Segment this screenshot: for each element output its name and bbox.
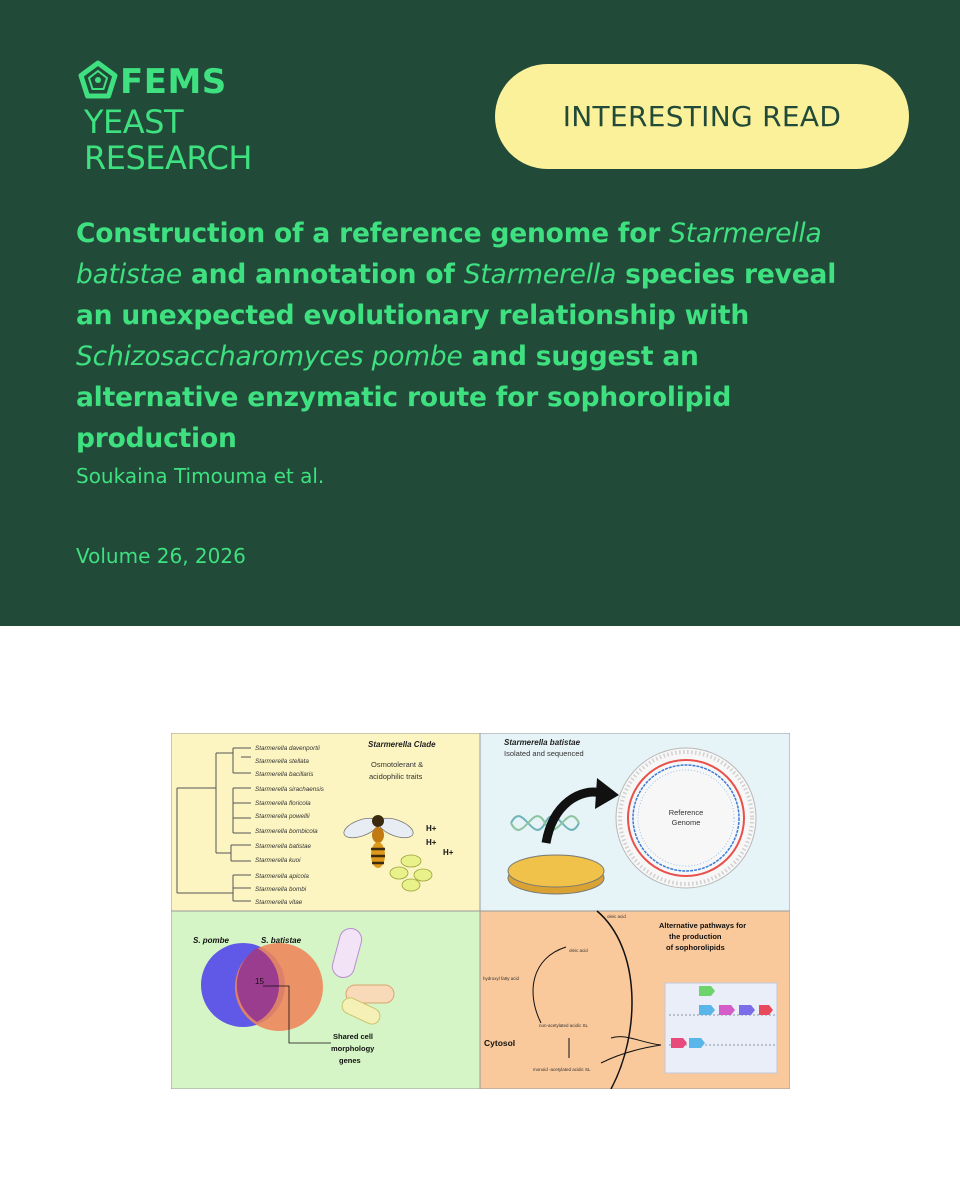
species-label: Starmerella sirachaensis [255, 786, 325, 793]
species-label: Starmerella bombi [255, 886, 307, 893]
venn-overlap-count: 15 [255, 977, 264, 986]
genome-label: Genome [672, 818, 701, 827]
flower-icon [389, 854, 433, 892]
traits-line: Osmotolerant & [371, 760, 423, 769]
title-part: alternative enzymatic route for sophorol… [76, 382, 732, 454]
title-part: species reveal an unexpected evolutionar… [76, 259, 837, 331]
logo-yeast-text: YEAST [84, 103, 184, 141]
genome-panel-title: Starmerella batistae [504, 738, 581, 747]
metabolite-label: oleic acid [569, 948, 588, 953]
proton-label: H+ [426, 838, 437, 847]
title-part: and annotation of [181, 259, 464, 290]
article-title[interactable]: Construction of a reference genome for S… [76, 213, 876, 459]
species-label: Starmerella apicola [255, 873, 309, 880]
proton-label: H+ [443, 848, 454, 857]
venn-caption: morphology [331, 1044, 375, 1053]
venn-diagram [201, 943, 323, 1031]
dna-helix-icon [510, 815, 580, 831]
species-label: Starmerella powellii [255, 813, 310, 820]
pentagon-logo-icon [78, 60, 118, 99]
proton-label: H+ [426, 824, 437, 833]
pathway-arrow [600, 1036, 662, 1064]
cytosol-label: Cytosol [484, 1038, 515, 1048]
species-label: Starmerella floricola [255, 800, 311, 807]
clade-title: Starmerella Clade [368, 740, 436, 749]
species-label: Starmerella vitae [255, 899, 303, 906]
phylogenetic-tree [176, 747, 251, 902]
metabolite-label: oleic acid [607, 914, 626, 919]
metabolite-label: non-acetylated acidic SL [539, 1023, 589, 1028]
logo-fems-text: FEMS [120, 62, 227, 102]
graphical-abstract: Starmerella davenportii Starmerella stel… [171, 733, 790, 1089]
metabolite-label: hydroxyl fatty acid [483, 976, 520, 981]
genome-label: Reference [669, 808, 704, 817]
pathways-title: the production [669, 932, 722, 941]
journal-logo[interactable]: FEMS YEAST RESEARCH [78, 60, 338, 180]
species-label: Starmerella batistae [255, 843, 311, 850]
petri-dish-icon [507, 854, 605, 895]
article-volume: Volume 26, 2026 [76, 544, 246, 568]
title-italic-species: batistae [76, 259, 182, 290]
pathways-title: of sophorolipids [666, 943, 725, 952]
species-label: Starmerella bacillaris [255, 771, 314, 778]
bee-icon [343, 815, 414, 868]
species-label: Starmerella stellata [255, 758, 309, 765]
pathway-arrow [532, 946, 567, 1024]
article-authors: Soukaina Timouma et al. [76, 464, 325, 488]
membrane-curve [596, 910, 633, 1089]
yeast-cells-icon [331, 927, 395, 1025]
arrow-head-icon [595, 778, 619, 809]
metabolite-label: monoid -acetylated acidic SL [533, 1067, 591, 1072]
quadrant-clade [171, 733, 481, 912]
title-part: and suggest an [462, 341, 699, 372]
genome-panel-subtitle: Isolated and sequenced [504, 749, 584, 758]
genome-circle [615, 747, 757, 889]
venn-caption: genes [339, 1056, 361, 1065]
header-banner: FEMS YEAST RESEARCH INTERESTING READ Con… [0, 0, 960, 626]
traits-line: acidophilic traits [369, 772, 423, 781]
metabolite-labels: oleic acid oleic acid hydroxyl fatty aci… [483, 914, 626, 1072]
gene-cluster-diagram [664, 982, 778, 1074]
logo-research-text: RESEARCH [84, 139, 252, 177]
interesting-read-badge: INTERESTING READ [495, 64, 909, 169]
arrow-curve [541, 787, 603, 844]
venn-label-pombe: S. pombe [193, 936, 230, 945]
species-labels: Starmerella davenportii Starmerella stel… [255, 745, 325, 906]
pathways-title: Alternative pathways for [659, 921, 746, 930]
species-label: Starmerella davenportii [255, 745, 320, 752]
title-italic-genus: Starmerella [463, 259, 617, 290]
graphical-abstract-svg: Starmerella davenportii Starmerella stel… [171, 733, 790, 1089]
venn-caption: Shared cell [333, 1032, 373, 1041]
species-label: Starmerella bombicola [255, 828, 318, 835]
title-italic-pombe: Schizosaccharomyces pombe [76, 341, 463, 372]
title-part: Construction of a reference genome for [76, 218, 670, 249]
venn-callout-line [263, 985, 331, 1044]
badge-label: INTERESTING READ [562, 100, 842, 133]
venn-label-batistae: S. batistae [261, 936, 302, 945]
species-label: Starmerella kuoi [255, 857, 301, 864]
title-italic-genus: Starmerella [669, 218, 822, 249]
